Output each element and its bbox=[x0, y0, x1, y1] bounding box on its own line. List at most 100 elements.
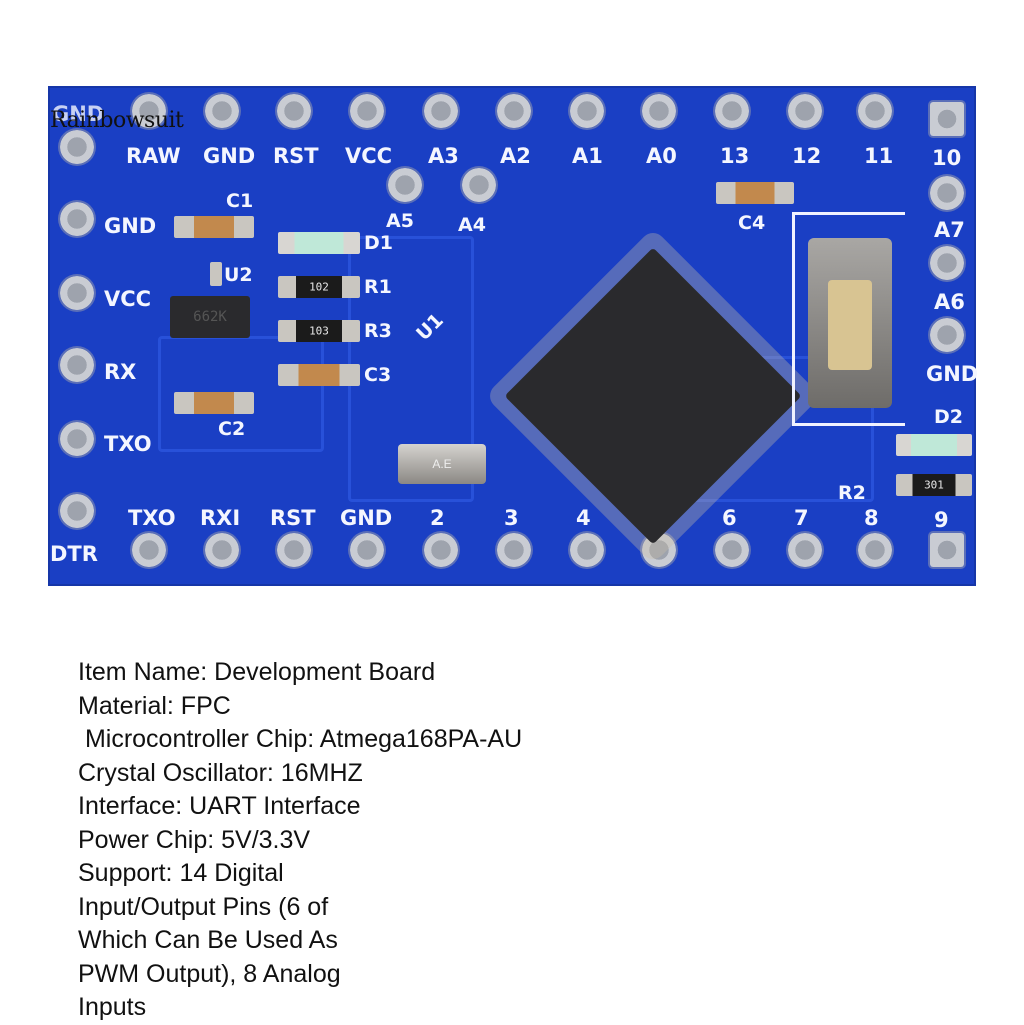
silk-label: U2 bbox=[224, 264, 253, 286]
spec-support-line: Inputs bbox=[78, 993, 147, 1021]
pin-pad bbox=[570, 533, 604, 567]
silk-label: 4 bbox=[576, 506, 591, 530]
silk-label: 13 bbox=[720, 144, 750, 168]
silk-label: R2 bbox=[838, 482, 866, 504]
silk-label: VCC bbox=[104, 287, 152, 311]
led-d1 bbox=[278, 232, 360, 254]
spec-item-name: Item Name: Development Board bbox=[78, 658, 436, 686]
pin-pad bbox=[388, 168, 422, 202]
u2-marking: 662K bbox=[193, 309, 227, 325]
reset-button-actuator bbox=[828, 280, 872, 370]
silk-label: A2 bbox=[500, 144, 531, 168]
pin-pad-square bbox=[930, 102, 964, 136]
pin-pad bbox=[642, 94, 676, 128]
pin-pad bbox=[205, 94, 239, 128]
silk-label: A5 bbox=[386, 210, 414, 232]
silk-label: A1 bbox=[572, 144, 603, 168]
pin-pad bbox=[462, 168, 496, 202]
pin-pad bbox=[350, 94, 384, 128]
led-d2 bbox=[896, 434, 972, 456]
silk-label: R1 bbox=[364, 276, 392, 298]
pin-pad bbox=[60, 494, 94, 528]
spec-crystal: Crystal Oscillator: 16MHZ bbox=[78, 758, 363, 787]
spec-microcontroller: Microcontroller Chip: Atmega168PA-AU bbox=[78, 725, 523, 753]
spec-material: Material: FPC bbox=[78, 691, 231, 720]
silk-label: DTR bbox=[50, 542, 98, 566]
silk-label: 12 bbox=[792, 144, 822, 168]
silk-label: GND bbox=[340, 506, 393, 530]
capacitor-c1 bbox=[174, 216, 254, 238]
pin-pad bbox=[60, 422, 94, 456]
voltage-regulator-u2: 662K bbox=[170, 296, 250, 338]
silk-label: A0 bbox=[646, 144, 677, 168]
silk-label: 2 bbox=[430, 506, 445, 530]
pin-pad bbox=[60, 130, 94, 164]
pin-pad bbox=[930, 246, 964, 280]
silk-label: A3 bbox=[428, 144, 459, 168]
pin-pad bbox=[60, 276, 94, 310]
spec-support-line: Input/Output Pins (6 of bbox=[78, 892, 329, 921]
pin-pad bbox=[132, 533, 166, 567]
pin-pad bbox=[497, 533, 531, 567]
silk-label: 6 bbox=[722, 506, 737, 530]
reset-button-outline bbox=[792, 212, 905, 426]
pin-pad bbox=[60, 202, 94, 236]
resistor-r1: 102 bbox=[278, 276, 360, 298]
pin-pad bbox=[205, 533, 239, 567]
silk-label: D2 bbox=[934, 406, 963, 428]
pin-pad bbox=[858, 533, 892, 567]
pin-pad bbox=[277, 533, 311, 567]
r1-code: 102 bbox=[309, 280, 329, 294]
silk-label: C3 bbox=[364, 364, 392, 386]
resistor-r3: 103 bbox=[278, 320, 360, 342]
silk-label: A6 bbox=[934, 290, 965, 314]
crystal-oscillator: A.E bbox=[398, 444, 486, 484]
crystal-marking: A.E bbox=[432, 457, 452, 471]
pin-pad-square bbox=[930, 533, 964, 567]
pin-pad bbox=[497, 94, 531, 128]
silk-label: C1 bbox=[226, 190, 254, 212]
spec-support-line: PWM Output), 8 Analog bbox=[78, 959, 341, 988]
silk-label: 8 bbox=[864, 506, 879, 530]
silk-label: RAW bbox=[126, 144, 181, 168]
product-specs: Item Name: Development Board Material: F… bbox=[78, 656, 522, 1025]
spec-support-line: Which Can Be Used As bbox=[78, 926, 338, 954]
silk-label: A4 bbox=[458, 214, 486, 236]
silk-label: 11 bbox=[864, 144, 894, 168]
silk-label: TXO bbox=[104, 432, 152, 456]
spec-support-line: Support: 14 Digital bbox=[78, 859, 284, 887]
pin-pad bbox=[715, 94, 749, 128]
silk-label: VCC bbox=[345, 144, 393, 168]
pin-pad bbox=[350, 533, 384, 567]
r2-code: 301 bbox=[924, 478, 944, 492]
pin-pad bbox=[788, 94, 822, 128]
silk-label: A7 bbox=[934, 218, 965, 242]
pin-pad bbox=[930, 318, 964, 352]
capacitor-c4 bbox=[716, 182, 794, 204]
r3-code: 103 bbox=[309, 324, 329, 338]
capacitor-c2 bbox=[174, 392, 254, 414]
silk-label: C4 bbox=[738, 212, 766, 234]
silk-label: 7 bbox=[794, 506, 809, 530]
silk-label: GND bbox=[52, 102, 105, 126]
silk-label: RXI bbox=[200, 506, 241, 530]
silk-label: D1 bbox=[364, 232, 393, 254]
pin-pad bbox=[788, 533, 822, 567]
silk-label: GND bbox=[203, 144, 256, 168]
capacitor-c3 bbox=[278, 364, 360, 386]
spec-power-chip: Power Chip: 5V/3.3V bbox=[78, 825, 311, 854]
silk-label: 9 bbox=[934, 508, 949, 532]
watermark: Rainbowsuit bbox=[50, 108, 184, 133]
regulator-tab bbox=[210, 262, 222, 286]
pin-pad bbox=[277, 94, 311, 128]
pin-pad bbox=[60, 348, 94, 382]
pin-pad bbox=[424, 94, 458, 128]
silk-label: GND bbox=[104, 214, 157, 238]
silk-label: GND bbox=[926, 362, 979, 386]
resistor-r2: 301 bbox=[896, 474, 972, 496]
arduino-pro-mini-board-image: GND RAW GND RST VCC A3 A2 A1 A0 13 12 11… bbox=[48, 86, 979, 586]
pin-pad bbox=[132, 94, 166, 128]
silk-label: 3 bbox=[504, 506, 519, 530]
silk-label: R3 bbox=[364, 320, 392, 342]
silk-label: RST bbox=[273, 144, 319, 168]
